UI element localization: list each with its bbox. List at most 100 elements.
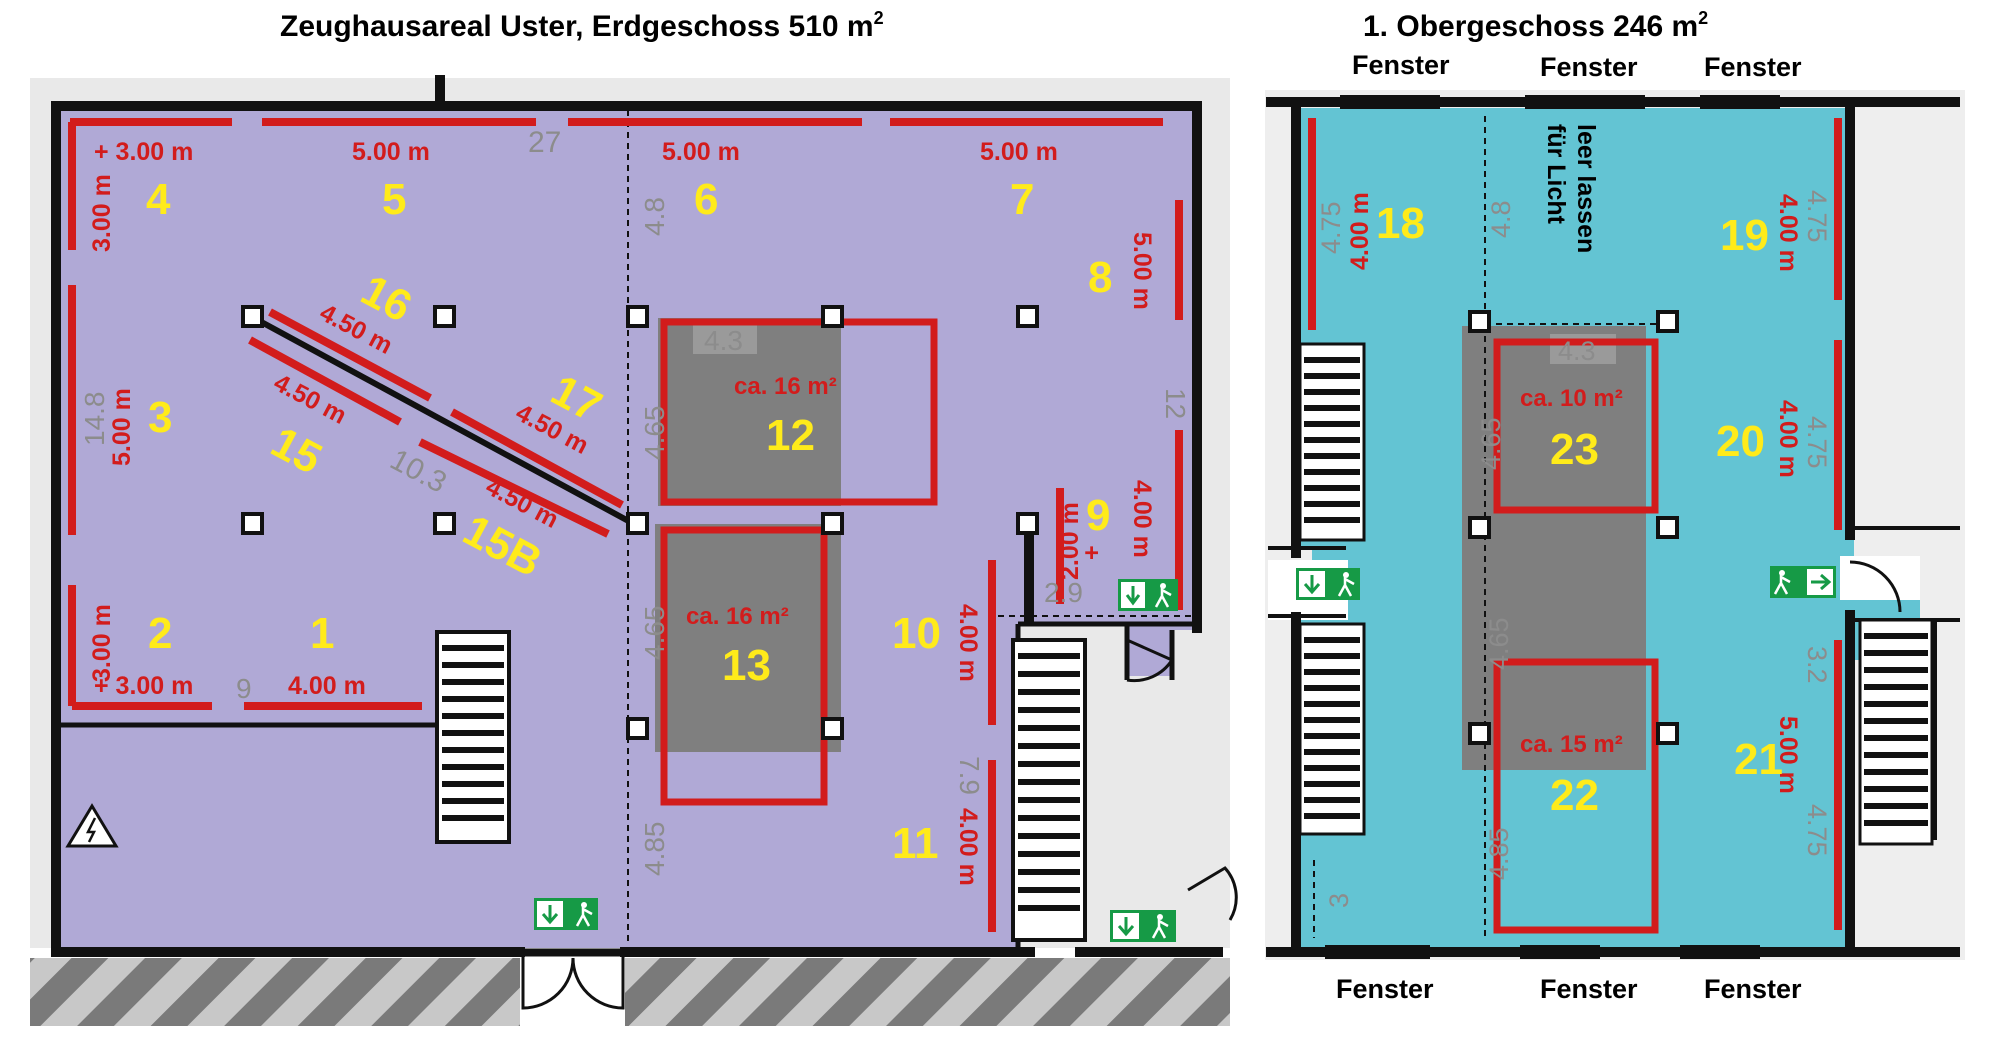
station-6: 6 (694, 175, 718, 224)
ground-hatched-exterior (30, 958, 1230, 1026)
pillar-icon (1656, 722, 1679, 745)
wall-7-label: 5.00 m (980, 138, 1058, 166)
emergency-exit-icon (1296, 568, 1360, 600)
dim-4-3: 4.3 (704, 325, 743, 356)
title-upper-text: 1. Obergeschoss 246 m (1363, 10, 1698, 43)
station-23: 23 (1550, 425, 1599, 474)
area-22-label: ca. 15 m² (1520, 731, 1623, 758)
station-7: 7 (1010, 175, 1034, 224)
station-20: 20 (1716, 417, 1765, 466)
window-label-top-1: Fenster (1352, 50, 1450, 80)
dim-14-8: 14.8 (79, 392, 110, 447)
station-11: 11 (892, 819, 939, 868)
title-ground-floor: Zeughausareal Uster, Erdgeschoss 510 m2 (280, 8, 884, 43)
station-8: 8 (1088, 253, 1112, 302)
dim-9: 9 (236, 673, 252, 704)
upper-windows (1325, 95, 1780, 959)
door-icon (1187, 866, 1238, 921)
wall-1-label: 4.00 m (288, 672, 366, 700)
high-voltage-icon (65, 803, 119, 848)
station-21: 21 (1734, 735, 1783, 784)
pillar-icon (241, 512, 264, 535)
dim-4-8: 4.8 (639, 197, 670, 236)
station-3: 3 (148, 393, 172, 442)
stairs-icon (1858, 618, 1934, 846)
wall-9a-label: 4.00 m (1128, 480, 1156, 558)
wall-21-label: 5.00 m (1774, 716, 1802, 794)
station-13: 13 (722, 641, 771, 690)
ground-outer-walls (51, 75, 1223, 957)
pillar-icon (1016, 512, 1039, 535)
wall-4-top-label: + 3.00 m (94, 138, 193, 166)
area-13-label: ca. 16 m² (686, 603, 789, 630)
upper-station-numbers: 18 19 20 21 23 22 (1376, 199, 1783, 820)
title-ground-sup: 2 (874, 8, 884, 28)
pillar-icon (626, 305, 649, 328)
dim-u-3-2: 3.2 (1802, 646, 1832, 684)
wall-2-bottom-label: + 3.00 m (94, 672, 193, 700)
pillar-icon (1016, 305, 1039, 328)
stairs-icon (1011, 638, 1087, 942)
dim-12: 12 (1160, 388, 1191, 419)
upper-gray-block (1462, 326, 1646, 770)
station-2: 2 (148, 609, 172, 658)
station-22: 22 (1550, 771, 1599, 820)
window-label-top-3: Fenster (1704, 52, 1802, 82)
door-icon (1126, 638, 1175, 683)
ground-area-markers (660, 318, 938, 806)
dim-u-4-75-d: 4.75 (1802, 804, 1832, 857)
station-9: 9 (1086, 491, 1110, 540)
station-18: 18 (1376, 199, 1425, 248)
stairs-icon (435, 630, 511, 844)
ground-dimension-labels: 27 4.8 14.8 12 4.3 4.65 10.3 4.65 2.9 9 … (79, 126, 1191, 876)
svg-text:1. Obergeschoss 246 m2: 1. Obergeschoss 246 m2 (1363, 8, 1708, 43)
stairs-icon (1298, 342, 1366, 542)
area-23-label: ca. 10 m² (1520, 385, 1623, 412)
wall-11-label: 4.00 m (954, 808, 982, 886)
window-label-bottom-1: Fenster (1336, 974, 1434, 1004)
light-note-line-1: leer lassen (1572, 124, 1600, 253)
pillar-icon (821, 305, 844, 328)
stairs-icon (1298, 622, 1366, 836)
door-icon (1849, 560, 1902, 613)
dim-u-3: 3 (1324, 893, 1354, 908)
pillar-icon (1468, 310, 1491, 333)
upper-dimension-labels: 4.75 4.8 4.75 4.3 4.65 4.75 4.65 3.2 4.8… (1316, 190, 1832, 908)
wall-10-label: 4.00 m (954, 604, 982, 682)
wall-18-label: 4.00 m (1346, 192, 1374, 270)
station-4: 4 (146, 175, 171, 224)
diagonal-wall (252, 315, 636, 527)
svg-text:Zeughausareal Uster, Erdgescho: Zeughausareal Uster, Erdgeschoss 510 m2 (280, 8, 884, 43)
dim-u-4-75-c: 4.75 (1802, 416, 1832, 469)
wall-19-label: 4.00 m (1774, 194, 1802, 272)
dim-4-85: 4.85 (639, 822, 670, 877)
station-5: 5 (382, 175, 406, 224)
wall-4-side-label: 3.00 m (88, 174, 116, 252)
door-icon (520, 948, 626, 1010)
dim-u-4-3: 4.3 (1558, 336, 1596, 366)
wall-stub (1024, 528, 1034, 622)
area-12-label: ca. 16 m² (734, 373, 837, 400)
ground-dashed-guides (627, 110, 1193, 944)
emergency-exit-icon (1110, 910, 1176, 942)
ground-pillars (241, 305, 1039, 740)
ground-floor-plan: 27 4.8 14.8 12 4.3 4.65 10.3 4.65 2.9 9 … (30, 75, 1238, 1032)
pillar-icon (1468, 722, 1491, 745)
upper-window-labels: Fenster Fenster Fenster Fenster Fenster … (1336, 50, 1802, 1004)
dim-u-4-75-a: 4.75 (1316, 201, 1346, 254)
dim-4-65-lower: 4.65 (639, 606, 670, 661)
title-upper-floor: 1. Obergeschoss 246 m2 (1363, 8, 1708, 43)
upper-interior-walls (1268, 526, 1960, 840)
dim-u-4-8: 4.8 (1486, 200, 1516, 238)
upper-area-markers (1493, 338, 1659, 934)
pillar-icon (1656, 310, 1679, 333)
pillar-icon (1468, 516, 1491, 539)
ground-station-numbers: 4 5 6 7 8 3 16 15 17 15B 12 13 9 10 11 2… (146, 175, 1112, 868)
station-19: 19 (1720, 211, 1769, 260)
window-label-bottom-2: Fenster (1540, 974, 1638, 1004)
pillar-icon (241, 305, 264, 328)
dim-2-9: 2.9 (1044, 577, 1083, 608)
upper-floor-plan: Fenster Fenster Fenster Fenster Fenster … (1265, 50, 1965, 1004)
wall-9b-label: 2.00 m (1056, 502, 1084, 580)
